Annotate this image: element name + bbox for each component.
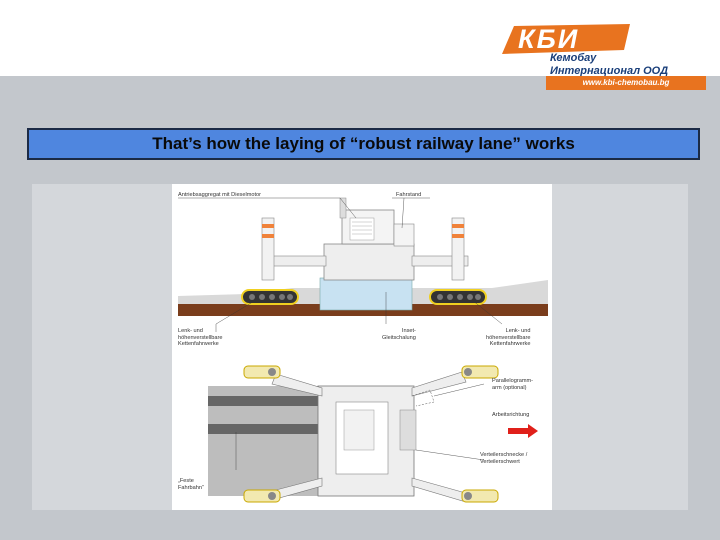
side-right-beam — [411, 255, 469, 267]
logo-company-line1: Кемобау — [550, 52, 597, 64]
side-machine-body — [323, 243, 415, 281]
side-right-leg — [451, 217, 465, 281]
side-operator-cab — [393, 223, 415, 247]
paver-illustration — [178, 197, 548, 503]
paver-diagram: Antriebsaggregat mit Dieselmotor Fahrsta… — [172, 184, 552, 510]
label-inset-slipform: Inset- Gleitschalung — [382, 328, 416, 341]
side-left-leg — [261, 217, 275, 281]
top-spreader-auger — [399, 409, 417, 451]
slide-title: That’s how the laying of “robust railway… — [152, 134, 575, 153]
title-banner: That’s how the laying of “robust railway… — [27, 128, 700, 160]
logo-company-line2: Интернационал ООД — [550, 65, 669, 77]
label-work-direction: Arbeitsrichtung — [492, 412, 530, 418]
top-left-upper-arm — [271, 373, 323, 397]
top-rail-strip-lower — [208, 424, 320, 434]
kbi-logo-mark: КБИ — [502, 24, 630, 54]
label-parallelogram-arm: Parallelogramm- arm (optional) — [492, 378, 534, 391]
top-right-upper-arm — [411, 371, 467, 397]
label-spreader-auger: Verteilerschnecke / Verteilerschwert — [480, 452, 528, 465]
label-drive-unit: Antriebsaggregat mit Dieselmotor — [178, 192, 262, 198]
top-rail-strip-upper — [208, 396, 320, 406]
label-right-crawler-tracks: Lenk- und höhenverstellbare Kettenfahrwe… — [486, 328, 531, 347]
top-right-lower-arm — [411, 477, 467, 503]
company-logo: КБИ Кемобау Интернационал ООД www.kbi-ch… — [500, 16, 710, 92]
label-operator-stand: Fahrstand — [396, 192, 422, 198]
svg-text:КБИ: КБИ — [518, 24, 579, 54]
logo-url: www.kbi-chemobau.bg — [546, 76, 706, 90]
side-engine-grille — [349, 217, 375, 241]
side-left-beam — [267, 255, 327, 267]
top-right-lower-track — [461, 489, 499, 503]
side-exhaust — [339, 197, 347, 219]
top-right-upper-track — [461, 365, 499, 379]
work-direction-arrow — [508, 424, 538, 438]
label-left-crawler-tracks: Lenk- und höhenverstellbare Kettenfahrwe… — [178, 328, 223, 347]
label-fixed-track: „Feste Fahrbahn“ — [178, 478, 204, 491]
side-inset-slipform — [319, 277, 413, 311]
